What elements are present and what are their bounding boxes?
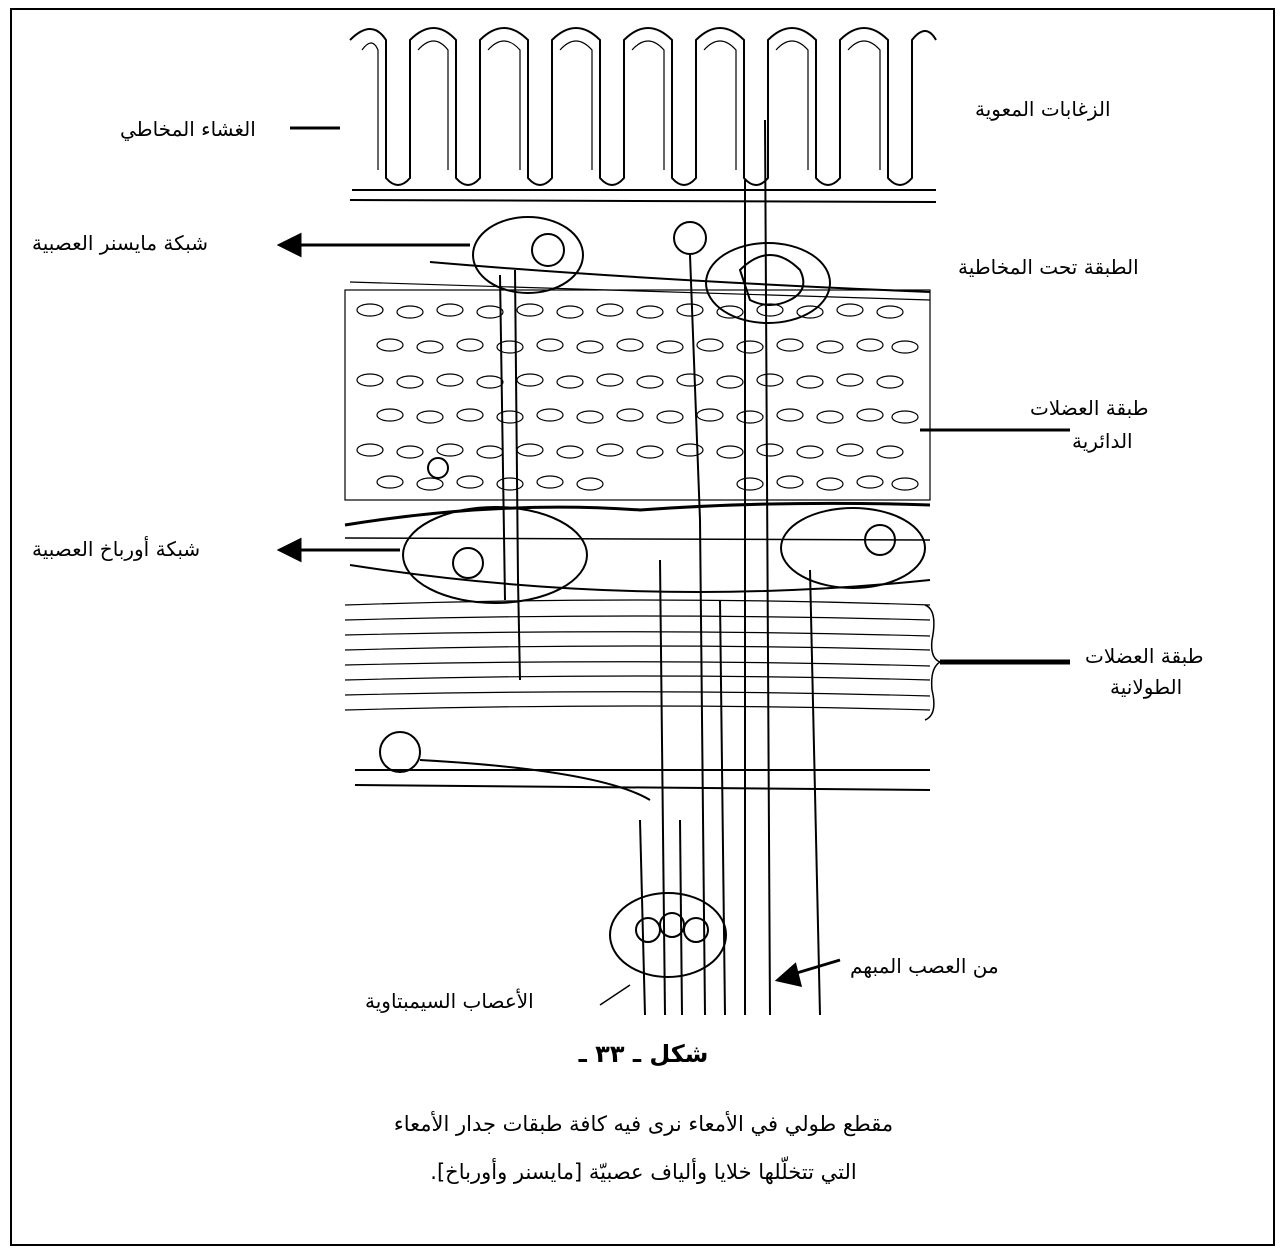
meissner-arrowhead: [280, 235, 300, 255]
circular-muscle-layer: [345, 290, 930, 500]
villi-base-line: [350, 190, 936, 202]
auerbach-neuron: [453, 548, 483, 578]
vagus-arrowhead: [778, 965, 800, 985]
meissner-ganglion: [473, 217, 583, 293]
caption-line-1: مقطع طولي في الأمعاء نرى فيه كافة طبقات …: [0, 1112, 1287, 1136]
label-submucosa: الطبقة تحت المخاطية: [958, 254, 1139, 280]
sympathetic-ganglion: [610, 893, 726, 977]
auerbach-ganglion-right: [781, 508, 925, 588]
label-vagus: من العصب المبهم: [850, 953, 999, 979]
label-meissner: شبكة مايسنر العصبية: [32, 230, 208, 256]
circular-muscle-fibers: [357, 304, 918, 490]
figure-number: شكل ـ ٣٣ ـ: [0, 1040, 1287, 1068]
label-sympathetic: الأعصاب السيمبتاوية: [365, 988, 534, 1014]
myenteric-boundary-line: [345, 503, 930, 525]
longitudinal-brace: [925, 605, 940, 720]
label-mucosa: الغشاء المخاطي: [120, 116, 256, 142]
auerbach-arrowhead: [280, 540, 300, 560]
caption-line-2: التي تتخلّلها خلايا وألياف عصبيّة [مايسن…: [0, 1160, 1287, 1184]
label-circular-2: الدائرية: [1072, 428, 1133, 454]
label-longitudinal-1: طبقة العضلات: [1085, 643, 1204, 669]
sympathetic-leader: [600, 985, 630, 1005]
meissner-neuron-2: [674, 222, 706, 254]
serosa-line: [355, 770, 930, 790]
myenteric-mid-line: [345, 538, 930, 540]
serosa-neuron: [380, 732, 420, 772]
submucosa-line: [430, 262, 930, 292]
submucosa-lower-line: [350, 282, 930, 300]
meissner-neuron: [532, 234, 564, 266]
label-auerbach: شبكة أورباخ العصبية: [32, 536, 200, 562]
intestinal-villi: [350, 28, 936, 202]
villi-inner-outline: [362, 41, 880, 170]
label-arrows: [280, 128, 1070, 1005]
villi-outline: [350, 28, 936, 185]
ganglion-cell-1: [636, 918, 660, 942]
label-longitudinal-2: الطولانية: [1110, 674, 1182, 700]
auerbach-ganglion-left: [403, 507, 587, 603]
label-circular-1: طبقة العضلات: [1030, 395, 1149, 421]
nerve-fibers: [420, 120, 820, 1015]
label-villi: الزغابات المعوية: [975, 96, 1111, 122]
auerbach-neuron-top: [428, 458, 448, 478]
submucosa-neuron: [740, 255, 803, 305]
longitudinal-muscle-fibers: [345, 600, 930, 710]
